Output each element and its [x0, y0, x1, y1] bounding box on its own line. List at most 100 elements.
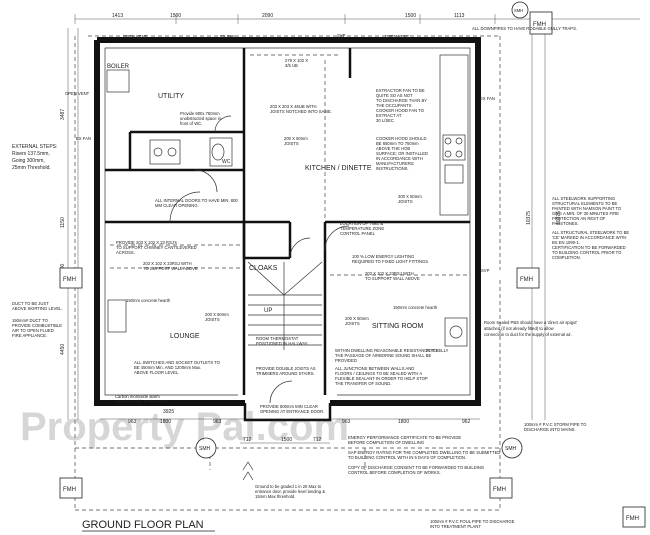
note-duct-left: DUCT TO BE JUST ABOVE SKIRTING LEVEL. [12, 301, 63, 311]
svg-text:FMH: FMH [493, 487, 506, 493]
svg-text:FMH: FMH [63, 277, 76, 283]
note-rsj-wall-sitting: 203 X 102 X 23RSJ WITH TO SUPPORT WALL A… [365, 271, 420, 281]
note-room-sealed: Room Sealed PBS should have a 'direct ai… [484, 320, 578, 337]
note-double-joists: PROVIDE DOUBLE JOISTS AS TRIMMERS AROUND… [256, 366, 317, 376]
room-utility: UTILITY [158, 93, 184, 100]
doors[interactable] [169, 115, 350, 404]
svg-text:SMH: SMH [505, 446, 517, 452]
note-joists-200-kitchen: 200 X 50mm JOISTS [284, 136, 309, 146]
svg-text:SMH: SMH [199, 446, 211, 452]
open-vent-left-label: OPEN VENT [65, 91, 90, 96]
room-cloaks: CLOAKS [249, 265, 278, 272]
svg-text:FMH: FMH [626, 516, 639, 522]
note-ground-graded: Ground to be graded 1 in 20 Max to entra… [255, 484, 326, 499]
note-joists-kitchen: 203 X 203 X 46UB WITH JOISTS NOTCHED INT… [270, 104, 332, 114]
top-dim-4: 1500 [405, 13, 416, 19]
top-dim-5: 1113 [454, 13, 465, 19]
note-cooker-hood: COOKER HOOD SHOULD BE 650mm TO 750mm ABO… [376, 136, 429, 171]
bottom-dim-2: 1800 [160, 419, 171, 425]
note-room-thermostat: ROOM THERMOSTAT POSITIONED IN HALLWAY. [256, 336, 308, 346]
note-clear-opening: PROVIDE 800mm MIN CLEAR OPENING AT ENTRA… [260, 404, 324, 414]
open-vent-top-label: OPEN VENT [123, 34, 148, 39]
note-external-steps: EXTERNAL STEPS: Risers 137.5mm, Going 30… [12, 144, 59, 171]
svg-text:FMH: FMH [520, 277, 533, 283]
note-pot-belly: POT BELLY [426, 348, 449, 353]
note-rsj-wall-lounge: 203 X 102 X 23RSJ WITH TO SUPPORT WALL A… [143, 261, 198, 271]
svg-text:FMH: FMH [533, 22, 546, 28]
note-structural: ALL STRUCTURAL STEELWORK TO BE 'CE' MARK… [552, 230, 630, 260]
svp-label: SVP [337, 33, 346, 38]
note-low-energy: 100 % LOW ENERGY LIGHTING REQUIRED TO FI… [352, 254, 429, 264]
entrance-arrows [242, 461, 254, 481]
watermark-text: Property Pal.com [20, 405, 349, 449]
svp-right-label: SVP [481, 268, 490, 273]
left-dim-2: 1150 [60, 217, 66, 228]
watermark: Property Pal.com [20, 405, 349, 449]
bottom-dim-6: 962 [462, 419, 471, 425]
stairs-up-label: UP [264, 308, 272, 314]
note-extractor: EXTRACTOR FAN TO BE QUITE SO AS NOT TO D… [376, 88, 428, 123]
fmh-box-left: FMH [59, 267, 83, 289]
bottom-dim-4: 963 [342, 419, 351, 425]
plan-title: GROUND FLOOR PLAN [82, 519, 204, 531]
smh-circle-1: SMH [195, 437, 217, 459]
fmh-box-bottom-right: FMH [489, 477, 513, 499]
boiler-unit [106, 69, 130, 93]
note-hearth-sitting: 150mm concrete hearth [393, 305, 438, 310]
stairs[interactable] [247, 261, 323, 350]
note-joists-200-sitting: 200 X 50mm JOISTS [345, 316, 370, 326]
top-dim-3: 2090 [262, 13, 273, 19]
left-dim-1: 3487 [60, 109, 66, 120]
note-sockets: ALL SWITCHES AND SOCKET OUTLETS TO BE 45… [134, 360, 221, 375]
note-duct-150: 150mm# DUCT TO PROVIDE COMBUSTIBLE AIR T… [12, 318, 63, 338]
bottom-dim-5: 1800 [398, 419, 409, 425]
room-lounge: LOUNGE [170, 333, 200, 340]
ex-fan-left-label: EX FAN [76, 136, 91, 141]
top-dim-1: 1413 [112, 13, 123, 19]
note-utility-space: Provide 900x 750mm unobstructed space in… [180, 111, 222, 126]
right-dim-2: 10375 [556, 211, 562, 225]
note-internal-doors: ALL INTERNAL DOORS TO HAVE MIN. 800 MM C… [155, 198, 239, 208]
note-location-temp: LOCATION OF TIME & TEMPERATURE ZONE CONT… [340, 221, 385, 236]
room-sitting: SITTING ROOM [372, 323, 424, 330]
bottom-dim-3: 963 [213, 419, 222, 425]
note-sap: SAP ENERGY RATING FOR THE COMPLETED DWEL… [348, 450, 502, 460]
note-carbon-monoxide: Carbon monoxide alarm complying with BS … [115, 394, 170, 404]
smh-circle-2: SMH [501, 437, 523, 459]
bottom-dim-door-2: 1500 [281, 437, 292, 443]
note-storm-pipe: 100mm # P.V.C STORM PIPE TO DISCHARGE IN… [524, 422, 588, 432]
note-hearth-lounge: 150mm concrete hearth [126, 298, 171, 303]
bottom-dim-door-3: 712 [313, 437, 322, 443]
steel-beams [110, 54, 468, 276]
svg-text:SMH: SMH [514, 8, 523, 13]
note-beam-top: 279 X 102 X 3/5 UB [285, 58, 309, 68]
room-boiler: BOILER [107, 64, 130, 70]
wc-label: WC [222, 159, 231, 165]
note-joists-200-dinette: 200 X 50mm JOISTS [398, 194, 423, 204]
svg-text:FMH: FMH [63, 487, 76, 493]
note-airborne: WITHIN DWELLING REASONABLE RESISTANCE TO… [335, 348, 438, 363]
fmh-box-right: FMH [516, 267, 540, 289]
internal-walls [105, 48, 470, 395]
note-rsj-lounge: PROVIDE 203 X 102 X 23 RSJ's TO SUPPORT … [116, 240, 198, 255]
bottom-dimension-line: 963 1800 963 963 1800 962 712 1500 712 [100, 418, 480, 444]
right-dimension-line: 10375 10375 [526, 28, 562, 420]
ex-fan-top-label: EX FAN [220, 34, 235, 39]
bottom-dim-door-1: 712 [243, 437, 252, 443]
top-dimension-line: 1413 1500 2090 1500 1113 [74, 13, 640, 24]
note-junctions: ALL JUNCTIONS BETWEEN WALLS AND FLOORS /… [335, 366, 429, 386]
note-energy-perf: ENERGY PERFORMANCE CERTIFICATE TO BE PRO… [348, 435, 462, 445]
note-discharge: COPY OF DISCHARGE CONSENT TO BE FORWARDE… [348, 465, 485, 475]
fmh-box-bottom-far-right: FMH [622, 506, 646, 528]
ex-fan-right-label: EX FAN [480, 96, 495, 101]
top-dim-2: 1500 [170, 13, 181, 19]
kitchen-fixtures [439, 54, 469, 216]
utility-fixtures [149, 137, 233, 167]
open-vent-top-right-label: OPEN VENT [385, 34, 410, 39]
bottom-dim-1: 963 [128, 419, 137, 425]
room-kitchen: KITCHEN / DINETTE [305, 165, 372, 172]
note-lounge-dim: 3925 [163, 409, 174, 415]
chimney-breast [107, 299, 468, 347]
smh-circle-3: SMH [511, 1, 529, 19]
